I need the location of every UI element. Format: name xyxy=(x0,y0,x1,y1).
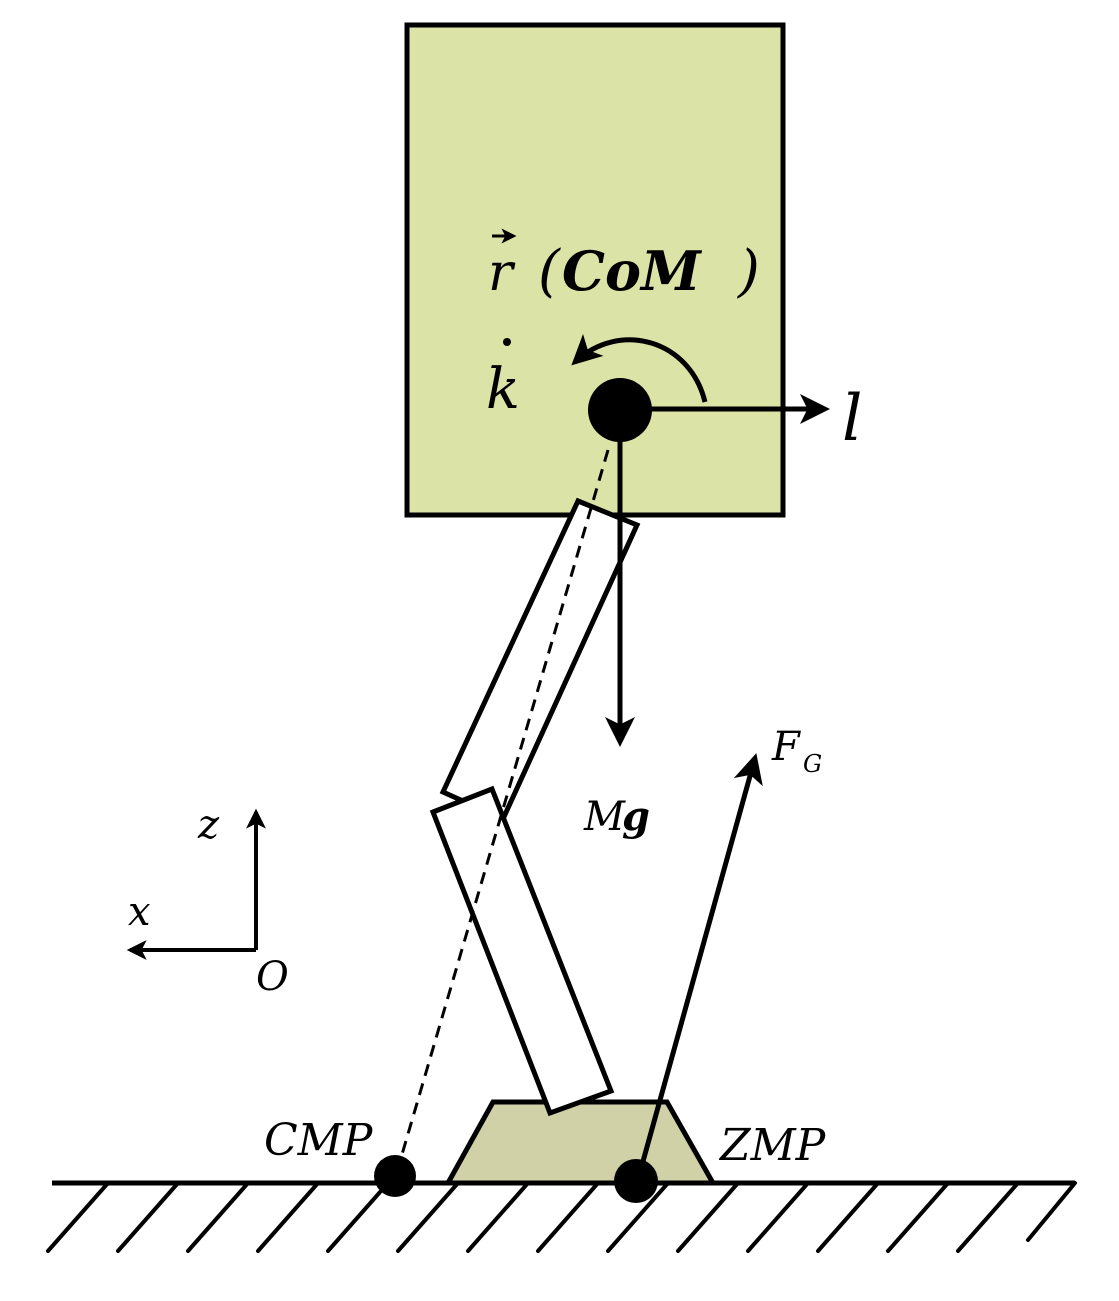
l-label: l xyxy=(842,382,862,456)
shank-link xyxy=(429,785,615,1117)
z-axis-label: z xyxy=(197,802,220,848)
ground-force-arrow xyxy=(634,753,763,1184)
foot xyxy=(443,1099,718,1186)
zmp-label: ZMP xyxy=(718,1120,827,1171)
thigh-link xyxy=(439,497,641,823)
com-vector-label: r xyxy=(488,243,516,303)
angular-momentum-arrow xyxy=(571,333,708,403)
zmp-point xyxy=(614,1159,658,1203)
com-to-cmp-line xyxy=(394,449,610,1176)
cmp-label: CMP xyxy=(264,1115,374,1166)
ground-hatching xyxy=(46,1181,1077,1253)
x-axis-label: x xyxy=(128,889,151,935)
k-dot-marker xyxy=(503,338,511,346)
com-paren-open: ( xyxy=(538,239,561,304)
gravity-label-g: g xyxy=(622,793,650,840)
com-paren-close: ) xyxy=(737,239,760,304)
force-label: F xyxy=(771,724,801,770)
com-point xyxy=(588,378,652,442)
cmp-point xyxy=(374,1155,416,1197)
torso-body xyxy=(404,22,786,518)
com-label: CoM xyxy=(562,239,703,303)
k-dot-label: k xyxy=(486,357,520,422)
origin-label: O xyxy=(256,954,289,1000)
force-subscript: G xyxy=(803,750,822,778)
gravity-label-m: M xyxy=(583,794,626,840)
